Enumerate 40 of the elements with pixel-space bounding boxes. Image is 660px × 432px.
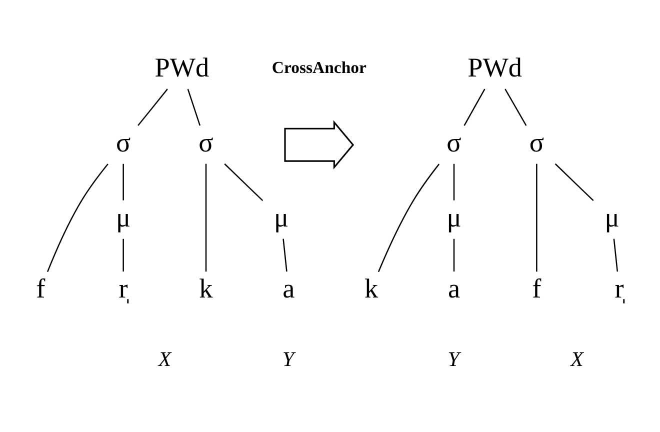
node-text: PWd [154,52,210,83]
connector [378,164,440,272]
node-text: σ [446,127,462,158]
node-text: k [199,273,213,304]
label: Y [282,347,294,372]
connector [205,164,207,272]
connector [122,164,124,200]
connector [122,238,124,272]
connector [453,164,455,200]
node-text: k [364,273,378,304]
node-text: μ [274,202,289,232]
node-text: σ [116,127,131,158]
node-text: r̩ [614,273,624,304]
node-text: f [36,273,46,304]
connector [187,88,201,126]
connector [453,238,455,272]
node-text: μ [604,202,620,232]
node-text: a [448,273,460,304]
node-text: f [532,273,542,304]
connector [554,163,594,202]
connector [504,88,527,126]
label: X [158,347,172,372]
connector [282,238,288,272]
node-text: σ [198,127,214,158]
connector [464,88,486,126]
label: X [570,347,584,372]
node-label: CrossAnchor [272,58,366,77]
node-arrow [284,120,354,170]
connector [224,163,264,202]
node-text: a [282,273,295,304]
label: Y [448,347,460,372]
node-text: μ [446,202,462,232]
node-text: r̩ [118,273,128,304]
node-text: σ [529,127,544,158]
node-text: μ [116,202,131,232]
connector [613,238,618,272]
connector [46,164,108,272]
node-text: PWd [468,52,522,83]
connector [138,88,168,126]
connector [536,164,538,272]
